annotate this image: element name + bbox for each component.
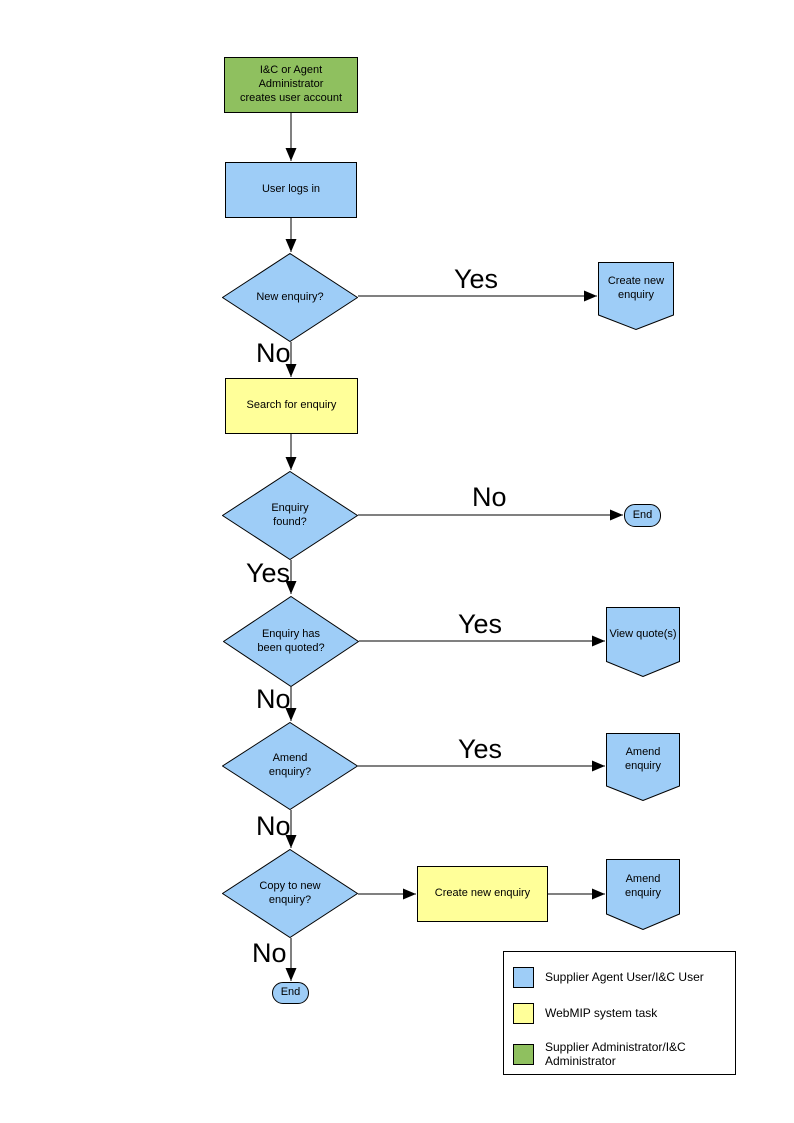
node-text: New enquiry? (256, 290, 324, 303)
node-text: Search for enquiry (246, 399, 337, 412)
node-create-new-enquiry-action: Create new enquiry (598, 262, 674, 330)
diamond-shape (222, 471, 358, 560)
legend: Supplier Agent User/I&C User WebMIP syst… (503, 951, 736, 1075)
legend-label: Supplier Administrator/I&C Administrator (545, 1040, 686, 1069)
label-new-enquiry-no: No (256, 338, 291, 368)
node-create-new-enquiry-task: Create new enquiry (417, 866, 548, 922)
node-text: I&C or Agent Administrator creates user … (239, 64, 343, 104)
node-text: End (632, 508, 653, 521)
pentagon-shape (598, 262, 674, 330)
label-amend-no: No (256, 811, 291, 841)
label-enquiry-found-no: No (472, 482, 507, 512)
legend-item-admin: Supplier Administrator/I&C Administrator (513, 1040, 686, 1068)
legend-swatch-blue (513, 967, 534, 988)
pentagon-shape (606, 733, 680, 801)
pentagon-shape (606, 607, 680, 677)
legend-label: Supplier Agent User/I&C User (545, 970, 704, 985)
node-text: Amend enquiry (624, 873, 662, 899)
legend-swatch-yellow (513, 1003, 534, 1024)
node-text: End (280, 986, 301, 999)
node-enquiry-quoted-decision: Enquiry has been quoted? (223, 596, 359, 687)
node-text: Copy to new enquiry? (259, 879, 321, 906)
node-text: Enquiry found? (271, 501, 309, 528)
label-quoted-no: No (256, 684, 291, 714)
node-text: Enquiry has been quoted? (257, 627, 325, 654)
node-new-enquiry-decision: New enquiry? (222, 253, 358, 342)
node-amend-enquiry-decision: Amend enquiry? (222, 722, 358, 810)
node-amend-enquiry-action-1: Amend enquiry (606, 733, 680, 801)
diamond-shape (222, 722, 358, 810)
label-copy-no: No (252, 938, 287, 968)
node-text: Create new enquiry (607, 274, 665, 301)
node-end-bottom: End (272, 982, 309, 1004)
label-amend-yes: Yes (458, 734, 503, 764)
label-enquiry-found-yes: Yes (246, 558, 291, 588)
diamond-shape (222, 253, 358, 342)
node-amend-enquiry-action-2: Amend enquiry (606, 859, 680, 930)
node-admin-creates-account: I&C or Agent Administrator creates user … (224, 57, 358, 113)
node-search-for-enquiry: Search for enquiry (225, 378, 358, 434)
legend-swatch-green (513, 1043, 534, 1065)
diamond-shape (223, 596, 359, 687)
diamond-shape (222, 849, 358, 938)
node-text: Amend enquiry (624, 745, 662, 772)
node-view-quotes-action: View quote(s) (606, 607, 680, 677)
legend-item-system: WebMIP system task (513, 1003, 657, 1024)
node-copy-to-new-decision: Copy to new enquiry? (222, 849, 358, 938)
node-text: User logs in (261, 183, 321, 196)
node-text: Amend enquiry? (268, 752, 312, 778)
pentagon-shape (606, 859, 680, 930)
node-text: Create new enquiry (434, 887, 531, 900)
legend-item-user: Supplier Agent User/I&C User (513, 967, 704, 988)
node-end-right: End (624, 504, 661, 527)
node-enquiry-found-decision: Enquiry found? (222, 471, 358, 560)
label-quoted-yes: Yes (458, 609, 503, 639)
legend-label: WebMIP system task (545, 1006, 658, 1021)
node-user-logs-in: User logs in (225, 162, 357, 218)
label-new-enquiry-yes: Yes (454, 264, 499, 294)
node-text: View quote(s) (609, 627, 677, 640)
